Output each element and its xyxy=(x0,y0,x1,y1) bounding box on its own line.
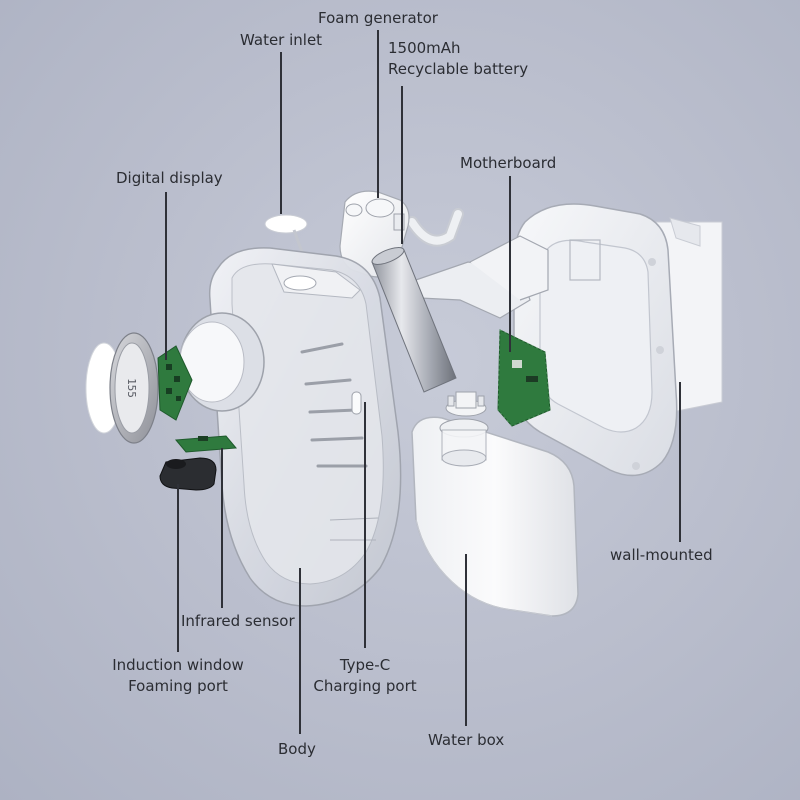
pump-assembly xyxy=(406,208,549,319)
induction-window-part xyxy=(159,457,217,491)
label-water-inlet: Water inlet xyxy=(240,31,323,49)
label-wall-mounted: wall-mounted xyxy=(610,546,713,564)
motherboard-part xyxy=(497,329,551,427)
water-box-part xyxy=(411,391,579,617)
battery-part xyxy=(371,247,457,393)
label-motherboard: Motherboard xyxy=(460,154,557,172)
leader-lines xyxy=(165,30,681,734)
label-foam-generator: Foam generator xyxy=(318,9,438,27)
display-disc-part: 155 xyxy=(109,332,159,444)
front-window-ring xyxy=(179,312,265,412)
label-water-box: Water box xyxy=(428,731,505,749)
label-digital-display: Digital display xyxy=(116,169,223,187)
label-type-c: Type-C xyxy=(339,656,391,674)
display-readout: 155 xyxy=(125,378,138,398)
water-inlet-cap xyxy=(264,214,308,253)
label-battery-capacity: 1500mAh xyxy=(388,39,461,57)
label-foaming-port: Foaming port xyxy=(128,677,228,695)
label-body: Body xyxy=(278,740,316,758)
display-pcb-part xyxy=(157,345,193,421)
label-battery-type: Recyclable battery xyxy=(388,60,529,78)
label-induction-window: Induction window xyxy=(112,656,244,674)
label-infrared-sensor: Infrared sensor xyxy=(181,612,295,630)
label-charging-port: Charging port xyxy=(313,677,417,695)
main-body-part xyxy=(208,247,402,607)
